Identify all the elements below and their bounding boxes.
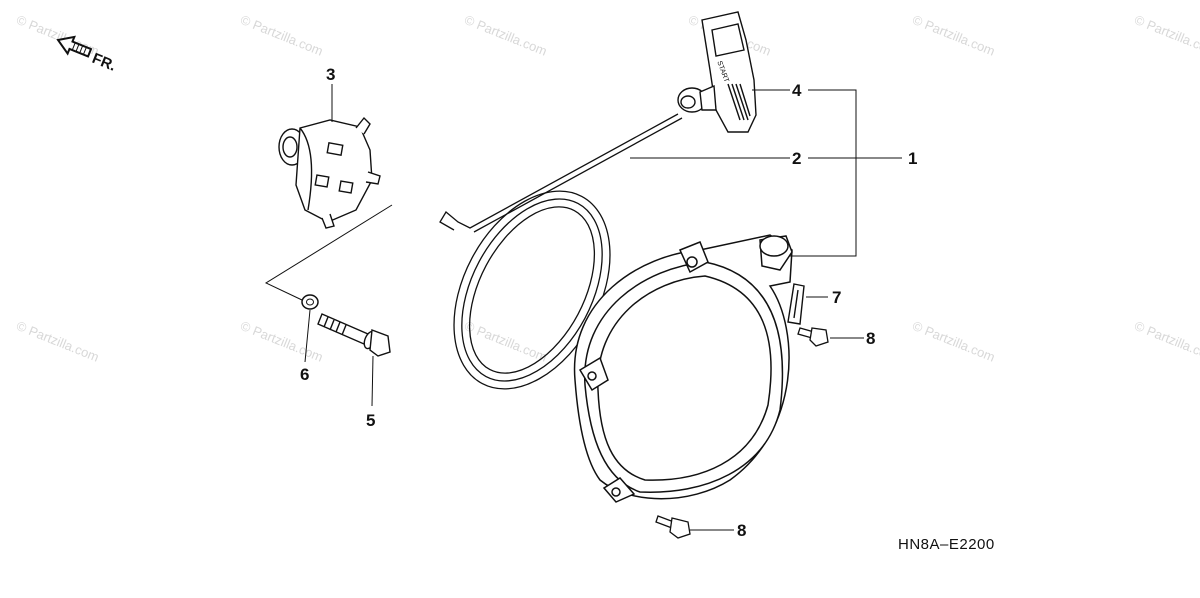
recoil-starter-housing-part[interactable] — [573, 234, 793, 503]
callout-2[interactable]: 2 — [792, 149, 802, 168]
flange-bolt-lower-part[interactable] — [655, 515, 691, 539]
callout-8-lower[interactable]: 8 — [737, 521, 747, 540]
rope-guide-part[interactable] — [787, 283, 805, 325]
front-arrow-icon — [56, 35, 93, 58]
callout-7[interactable]: 7 — [832, 288, 842, 307]
starter-grip-part[interactable] — [677, 11, 757, 133]
starter-rope-part[interactable] — [422, 113, 683, 416]
callout-8-upper[interactable]: 8 — [866, 329, 876, 348]
flange-bolt-part[interactable] — [317, 313, 391, 357]
callout-6[interactable]: 6 — [300, 365, 310, 384]
starter-pulley-part[interactable] — [278, 116, 381, 229]
diagram-code: HN8A–E2200 — [898, 536, 995, 553]
callout-1[interactable]: 1 — [908, 149, 918, 168]
flange-bolt-upper-part[interactable] — [797, 327, 829, 347]
callout-3[interactable]: 3 — [326, 65, 336, 84]
washer-part[interactable] — [301, 294, 319, 310]
callout-5[interactable]: 5 — [366, 411, 376, 430]
leader-lines — [304, 84, 902, 531]
callout-4[interactable]: 4 — [792, 81, 802, 100]
